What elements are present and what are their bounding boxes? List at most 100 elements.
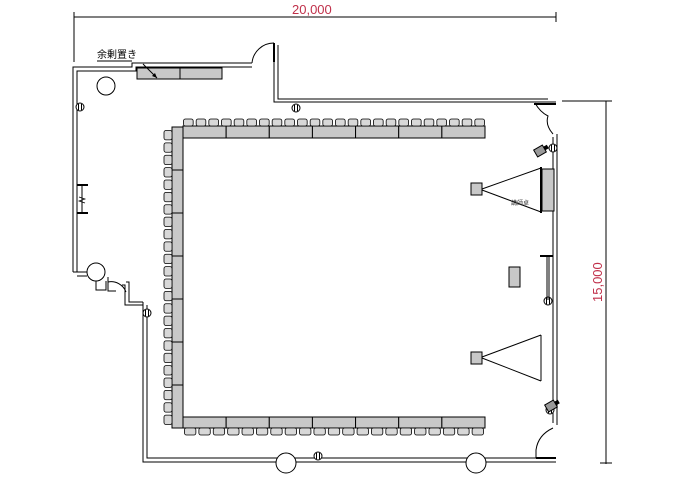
chair	[259, 118, 270, 127]
chair	[246, 118, 257, 127]
outlet-icon	[543, 296, 553, 306]
depth-dimension-label: 15,000	[590, 262, 605, 302]
door-right-bottom[interactable]	[535, 427, 554, 458]
chair	[313, 427, 326, 436]
chair	[309, 118, 321, 127]
chair	[163, 216, 173, 227]
chair	[163, 365, 173, 376]
chair	[256, 427, 269, 436]
width-dimension: 20,000	[73, 2, 557, 62]
chair	[270, 427, 283, 436]
projector	[470, 351, 483, 365]
chair	[163, 154, 173, 166]
chair	[297, 118, 308, 127]
outlet-icon	[142, 308, 152, 318]
width-dimension-label: 20,000	[292, 2, 332, 17]
chair	[163, 315, 173, 326]
chair	[284, 427, 297, 436]
chair	[163, 389, 173, 401]
column	[465, 452, 487, 474]
chair	[233, 118, 245, 127]
chair	[342, 427, 355, 436]
door-top[interactable]	[251, 42, 275, 64]
table	[225, 125, 270, 139]
chair	[241, 427, 254, 436]
chair	[327, 427, 341, 436]
table	[355, 416, 400, 429]
camera-icon	[532, 144, 549, 158]
table	[441, 416, 486, 429]
columns	[86, 76, 487, 474]
chair	[461, 118, 473, 127]
table	[268, 125, 313, 139]
lecturer-desk-label: 講師卓	[511, 199, 529, 207]
chair	[183, 118, 194, 127]
chair	[184, 427, 197, 436]
table	[398, 416, 443, 429]
column	[86, 262, 106, 282]
chair	[163, 179, 173, 190]
chair	[335, 118, 346, 127]
outlet-icon	[75, 102, 85, 112]
table	[268, 416, 313, 429]
column	[275, 452, 297, 474]
table	[441, 125, 486, 139]
doors	[107, 42, 556, 459]
chair	[195, 118, 207, 127]
chair	[385, 427, 398, 436]
chair	[163, 191, 173, 203]
chair	[347, 118, 359, 127]
chair	[227, 427, 240, 436]
surplus-storage-label: 余剰置き	[97, 48, 137, 61]
table	[311, 125, 357, 139]
screen	[541, 168, 555, 212]
table	[398, 125, 443, 139]
chair	[471, 427, 484, 436]
chair	[163, 352, 173, 364]
left-table-column	[171, 126, 184, 429]
table	[182, 125, 227, 139]
chair	[284, 118, 295, 127]
chair	[356, 427, 369, 436]
chair	[414, 427, 427, 436]
chair	[299, 427, 312, 436]
chair	[398, 118, 409, 127]
chair	[163, 241, 173, 252]
window-fixture	[77, 184, 88, 214]
chair	[457, 427, 470, 436]
chair	[163, 142, 173, 153]
outlet-icon	[548, 143, 558, 153]
chair	[442, 427, 456, 436]
door-right-top[interactable]	[534, 102, 554, 135]
chair	[163, 204, 173, 215]
seating-layout	[163, 118, 486, 436]
column	[96, 76, 116, 96]
chair	[385, 118, 397, 127]
table	[311, 416, 357, 429]
surplus-storage: 余剰置き	[97, 48, 223, 80]
chair	[373, 118, 384, 127]
lecturer-area: 講師卓	[470, 144, 560, 413]
chair	[360, 118, 371, 127]
chair	[411, 118, 422, 127]
chair	[208, 118, 219, 127]
chair	[163, 328, 173, 339]
chair	[163, 167, 173, 178]
storage-table	[136, 67, 181, 80]
camera-icon	[543, 399, 560, 413]
outlet-icon	[313, 451, 323, 461]
chair	[371, 427, 384, 436]
chair	[428, 427, 441, 436]
podium	[508, 266, 521, 288]
chair	[449, 118, 460, 127]
chair	[399, 427, 412, 436]
chair	[163, 278, 173, 289]
chair	[163, 130, 173, 141]
chair	[322, 118, 333, 127]
door-left[interactable]	[107, 281, 127, 293]
chair	[423, 118, 435, 127]
depth-dimension: 15,000	[562, 100, 612, 464]
table	[182, 416, 227, 429]
chair	[474, 118, 485, 127]
